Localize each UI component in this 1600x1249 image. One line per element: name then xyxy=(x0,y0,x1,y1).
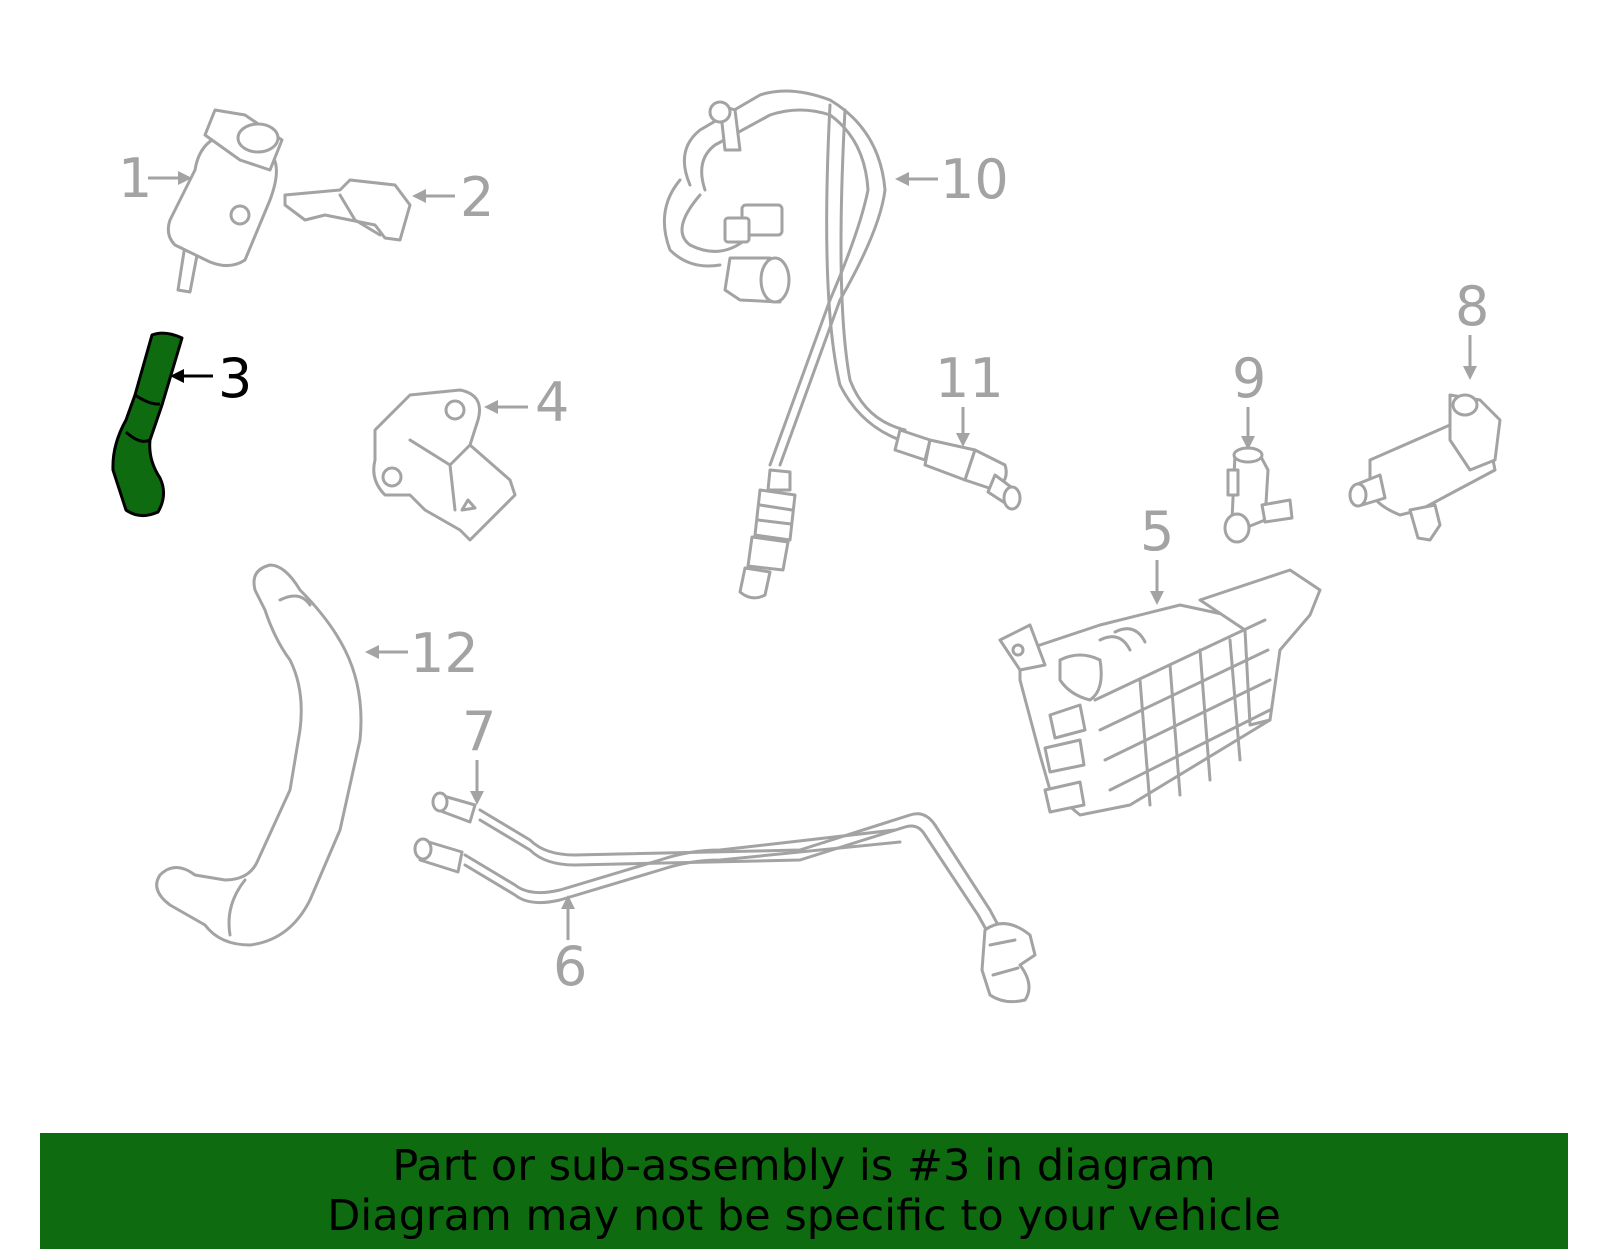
part-3-hose[interactable] xyxy=(111,331,184,517)
arrowhead xyxy=(412,189,426,203)
callout-1[interactable]: 1 xyxy=(118,147,192,210)
callout-10[interactable]: 10 xyxy=(895,148,1009,211)
arrowhead xyxy=(1150,591,1164,605)
callout-number: 8 xyxy=(1455,275,1489,338)
callout-number: 5 xyxy=(1140,500,1174,563)
callout-number: 4 xyxy=(535,371,569,434)
arrowhead xyxy=(470,791,484,805)
arrowhead xyxy=(365,645,379,659)
arrowhead xyxy=(895,172,909,186)
part-2-bracket[interactable] xyxy=(283,178,412,242)
part-4-sensor[interactable] xyxy=(372,388,517,542)
part-5-canister[interactable] xyxy=(998,568,1322,817)
part-11-oxygen-sensor[interactable] xyxy=(893,428,1022,511)
banner-line-2: Diagram may not be specific to your vehi… xyxy=(327,1191,1281,1241)
part-1-purge-valve[interactable] xyxy=(166,108,284,294)
callout-8[interactable]: 8 xyxy=(1455,275,1489,380)
part-7-tube[interactable] xyxy=(431,791,1014,957)
callout-7[interactable]: 7 xyxy=(462,700,496,805)
callout-number: 12 xyxy=(410,622,479,685)
callout-9[interactable]: 9 xyxy=(1232,347,1266,450)
arrowhead xyxy=(484,400,498,414)
part-9-solenoid[interactable] xyxy=(1223,446,1294,544)
callout-number: 9 xyxy=(1232,347,1266,410)
arrowhead xyxy=(956,433,970,447)
arrowhead xyxy=(178,171,192,185)
part-12-hose[interactable] xyxy=(155,563,363,947)
callout-number: 3 xyxy=(218,347,252,410)
callout-4[interactable]: 4 xyxy=(484,371,569,434)
callout-2[interactable]: 2 xyxy=(412,166,494,229)
arrowhead xyxy=(170,369,184,383)
callout-3[interactable]: 3 xyxy=(170,347,252,410)
part-10-oxygen-sensor[interactable] xyxy=(662,89,907,600)
callout-number: 1 xyxy=(118,147,152,210)
callout-6[interactable]: 6 xyxy=(553,895,587,998)
callout-number: 2 xyxy=(460,166,494,229)
arrowhead xyxy=(1241,436,1255,450)
callout-number: 10 xyxy=(940,148,1009,211)
callout-11[interactable]: 11 xyxy=(935,347,1004,447)
callout-number: 11 xyxy=(935,347,1004,410)
callout-5[interactable]: 5 xyxy=(1140,500,1174,605)
part-8-valve[interactable] xyxy=(1348,393,1502,542)
callout-number: 7 xyxy=(462,700,496,763)
part-6-tube[interactable] xyxy=(413,828,1037,1004)
arrowhead xyxy=(561,895,575,909)
callout-number: 6 xyxy=(553,935,587,998)
info-banner: Part or sub-assembly is #3 in diagram Di… xyxy=(40,1133,1568,1249)
arrowhead xyxy=(1463,366,1477,380)
banner-line-1: Part or sub-assembly is #3 in diagram xyxy=(392,1141,1216,1191)
callout-12[interactable]: 12 xyxy=(365,622,479,685)
